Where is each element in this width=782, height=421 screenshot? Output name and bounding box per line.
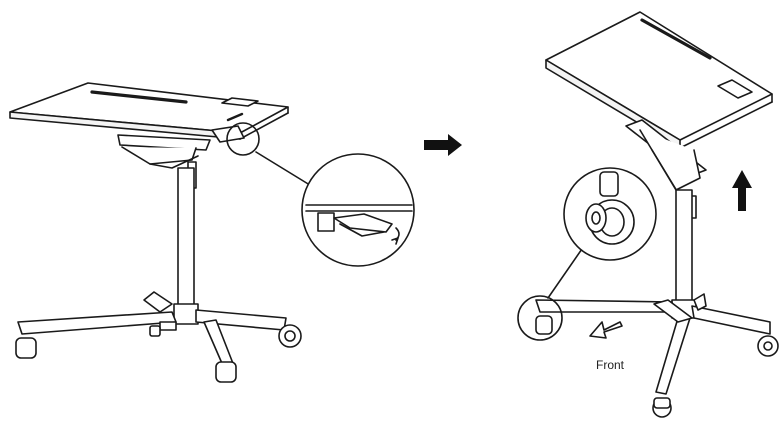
front-direction-arrow-icon: [589, 321, 623, 339]
tablet-pad-tilted: [717, 79, 753, 99]
casters-tilted: [535, 315, 779, 418]
column-flat: [173, 167, 199, 325]
desk-tilted-position: [517, 11, 779, 418]
tabletop-flat: [9, 82, 289, 140]
right-arrow-icon: [424, 134, 462, 156]
release-lever-callout: [226, 122, 415, 267]
column-tilted: [671, 189, 697, 319]
lift-mechanism-tilted: [625, 119, 707, 219]
front-label: Front: [596, 358, 625, 372]
casters-flat: [15, 324, 302, 383]
up-arrow-icon: [732, 170, 752, 211]
base-legs-flat: [17, 291, 287, 369]
tabletop-tilted: [545, 11, 773, 149]
tablet-pad: [221, 97, 259, 107]
caster-detail-callout: [517, 167, 657, 341]
base-legs-tilted: [535, 293, 771, 395]
lift-mechanism-flat: [117, 112, 245, 189]
desk-flat-position: [9, 82, 415, 383]
